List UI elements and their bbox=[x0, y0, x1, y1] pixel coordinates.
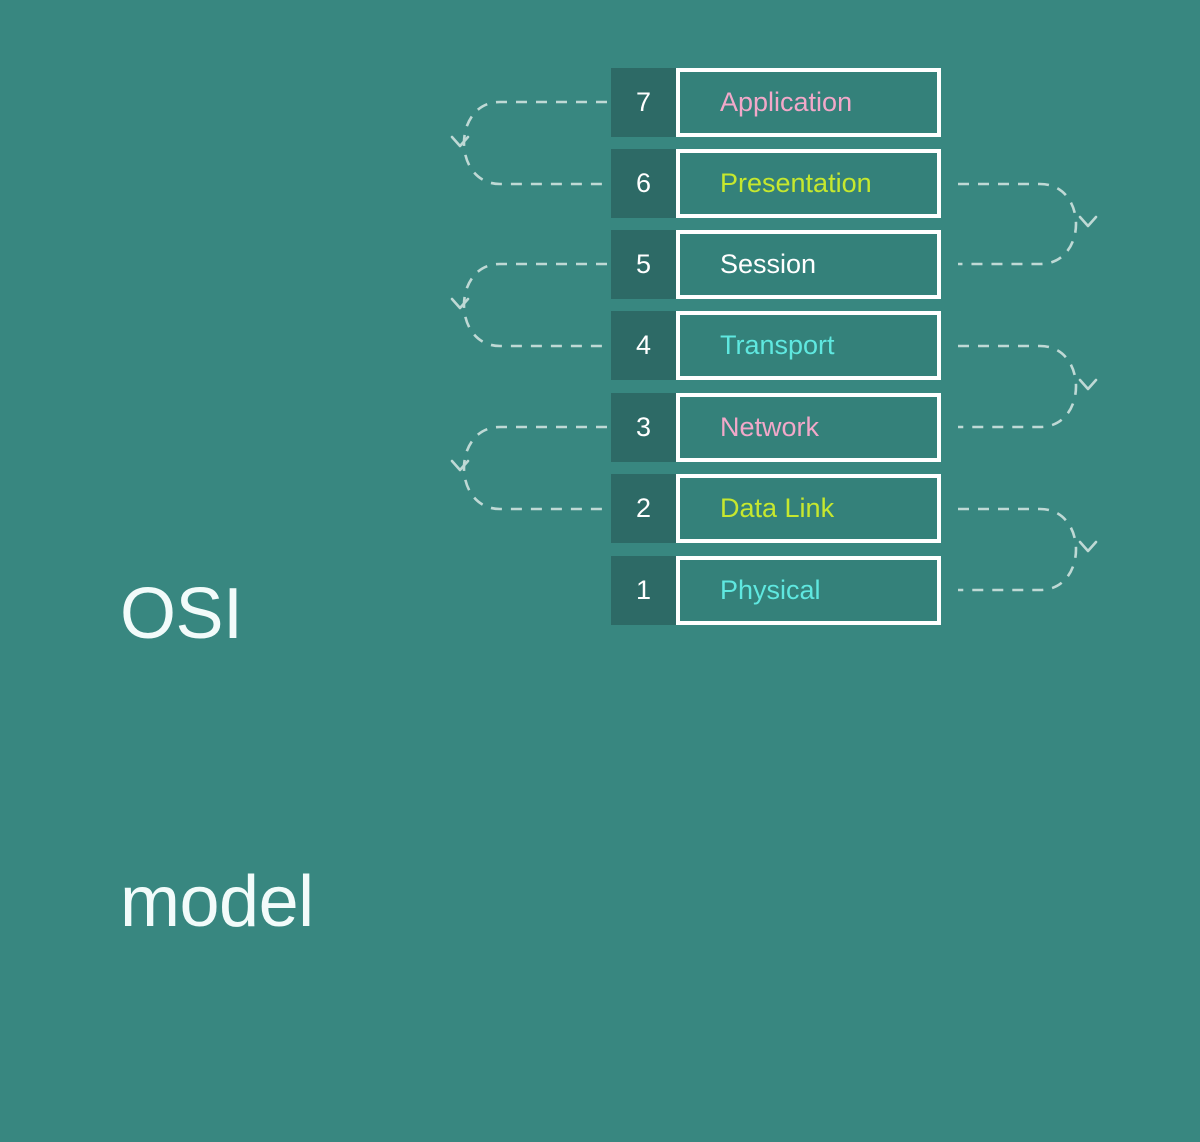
layer-number-5: 5 bbox=[611, 230, 676, 299]
layer-label-5: Session bbox=[720, 249, 817, 279]
layer-row-7[interactable]: 7 Application bbox=[611, 68, 941, 137]
layer-row-1[interactable]: 1 Physical bbox=[611, 556, 941, 625]
connector-right-6-to-5 bbox=[958, 182, 1098, 266]
layer-number-3: 3 bbox=[611, 393, 676, 462]
connector-path bbox=[462, 100, 607, 186]
layer-label-6: Presentation bbox=[720, 168, 872, 198]
arrowhead-down-icon bbox=[1078, 540, 1098, 553]
layer-row-2[interactable]: 2 Data Link bbox=[611, 474, 941, 543]
page-title: OSI model bbox=[120, 374, 540, 1142]
arrowhead-down-icon bbox=[450, 297, 470, 310]
layer-label-7: Application bbox=[720, 87, 853, 117]
connector-path bbox=[462, 262, 607, 348]
layer-label-box-7[interactable]: Application bbox=[676, 68, 941, 137]
layer-label-1: Physical bbox=[720, 575, 821, 605]
title-line-osi: OSI bbox=[120, 574, 243, 654]
layer-label-box-3[interactable]: Network bbox=[676, 393, 941, 462]
connector-left-5-to-4 bbox=[450, 262, 607, 348]
layer-row-5[interactable]: 5 Session bbox=[611, 230, 941, 299]
connector-path bbox=[958, 182, 1078, 266]
layer-row-6[interactable]: 6 Presentation bbox=[611, 149, 941, 218]
arrowhead-down-icon bbox=[450, 135, 470, 148]
layer-row-3[interactable]: 3 Network bbox=[611, 393, 941, 462]
arrowhead-down-icon bbox=[1078, 215, 1098, 228]
layer-number-2: 2 bbox=[611, 474, 676, 543]
connector-path bbox=[958, 344, 1078, 429]
layer-number-4: 4 bbox=[611, 311, 676, 380]
layer-number-7: 7 bbox=[611, 68, 676, 137]
arrowhead-down-icon bbox=[1078, 378, 1098, 391]
connector-right-4-to-3 bbox=[958, 344, 1098, 429]
layer-label-box-2[interactable]: Data Link bbox=[676, 474, 941, 543]
layer-label-3: Network bbox=[720, 412, 820, 442]
layer-label-4: Transport bbox=[720, 330, 835, 360]
layer-label-box-5[interactable]: Session bbox=[676, 230, 941, 299]
layer-label-box-6[interactable]: Presentation bbox=[676, 149, 941, 218]
layer-row-4[interactable]: 4 Transport bbox=[611, 311, 941, 380]
layer-number-1: 1 bbox=[611, 556, 676, 625]
connector-left-7-to-6 bbox=[450, 100, 607, 186]
layer-label-box-1[interactable]: Physical bbox=[676, 556, 941, 625]
connector-right-2-to-1 bbox=[958, 507, 1098, 592]
diagram-canvas: OSI model bbox=[120, 68, 1098, 942]
layer-number-6: 6 bbox=[611, 149, 676, 218]
title-line-model: model bbox=[120, 862, 314, 942]
layer-label-box-4[interactable]: Transport bbox=[676, 311, 941, 380]
connector-path bbox=[958, 507, 1078, 592]
layer-label-2: Data Link bbox=[720, 493, 835, 523]
